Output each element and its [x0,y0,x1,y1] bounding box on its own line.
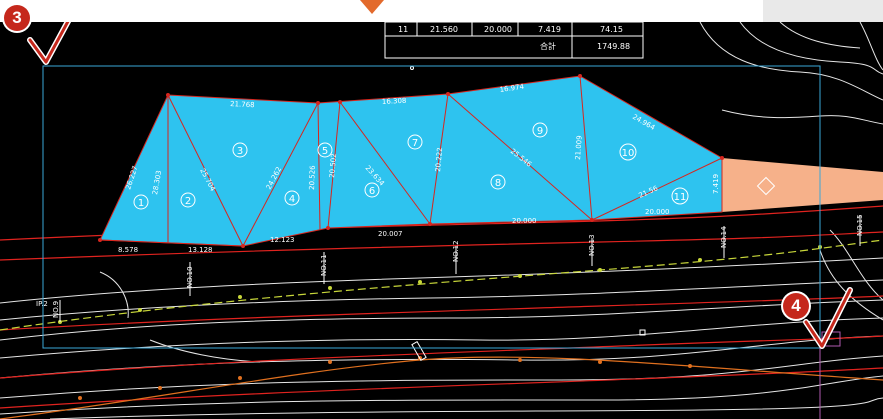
dim-label: 20.000 [512,217,537,225]
dim-label: 21.009 [574,135,584,160]
parcel-4: 4 [289,194,295,205]
orange-points [78,356,692,400]
step-marker-4: 4 [783,293,809,319]
parcel-8: 8 [495,178,501,189]
check-icon [804,288,852,348]
dim-label: 7.419 [712,174,720,194]
parcel-7: 7 [412,138,418,149]
selection-rectangle[interactable] [42,65,821,349]
parcel-3: 3 [237,146,243,157]
dim-label: 20.526 [308,165,317,190]
table-row-base: 21.560 [430,25,458,34]
table-row-no: 11 [398,25,408,34]
side-panel [763,0,883,22]
triangulation-lines [99,75,723,247]
parcel-10: 10 [622,148,635,159]
dim-label: 21.768 [230,100,255,109]
table-total-label: 合計 [540,41,556,51]
table-row-height: 20.000 [484,25,512,34]
dim-label: 12.123 [270,236,295,244]
parcel-vertices [98,74,724,248]
station-label: NO.9 [52,301,60,318]
dim-label: 8.578 [118,246,138,254]
table-row-area: 74.15 [600,25,623,34]
dim-label: 16.308 [382,97,407,106]
dim-label: 20.502 [328,153,338,178]
top-bar [0,0,883,22]
dim-label: 20.000 [645,208,670,216]
dim-label: 20.222 [434,147,444,172]
parcel-11: 11 [674,192,687,203]
station-ticks [59,216,861,322]
parcel-6: 6 [369,186,375,197]
table-total-value: 1749.88 [597,42,630,51]
parcel-5: 5 [322,146,328,157]
misc-symbols [410,66,776,361]
ip-label: IP.2 [36,300,48,308]
drawing-svg[interactable]: 11 21.560 20.000 7.419 74.15 合計 1749.88 [0,11,883,419]
dim-label: 16.974 [499,83,525,94]
dim-label: 13.128 [188,246,213,254]
check-icon [28,12,74,64]
parcel-9: 9 [537,126,543,137]
dim-label: 20.007 [378,230,403,238]
parcel-labels: 1 2 3 4 5 6 7 8 9 10 11 [133,122,689,210]
centerline-points [58,245,822,324]
pointer-arrow-icon [360,0,384,14]
table-row-half: 7.419 [538,25,561,34]
step-marker-3: 3 [4,5,30,31]
drawing-canvas[interactable]: 11 21.560 20.000 7.419 74.15 合計 1749.88 [0,11,883,419]
parcel-2: 2 [185,196,191,207]
area-table: 11 21.560 20.000 7.419 74.15 合計 1749.88 [384,21,644,59]
parcel-1: 1 [138,198,144,209]
adjacent-parcel [722,158,883,212]
